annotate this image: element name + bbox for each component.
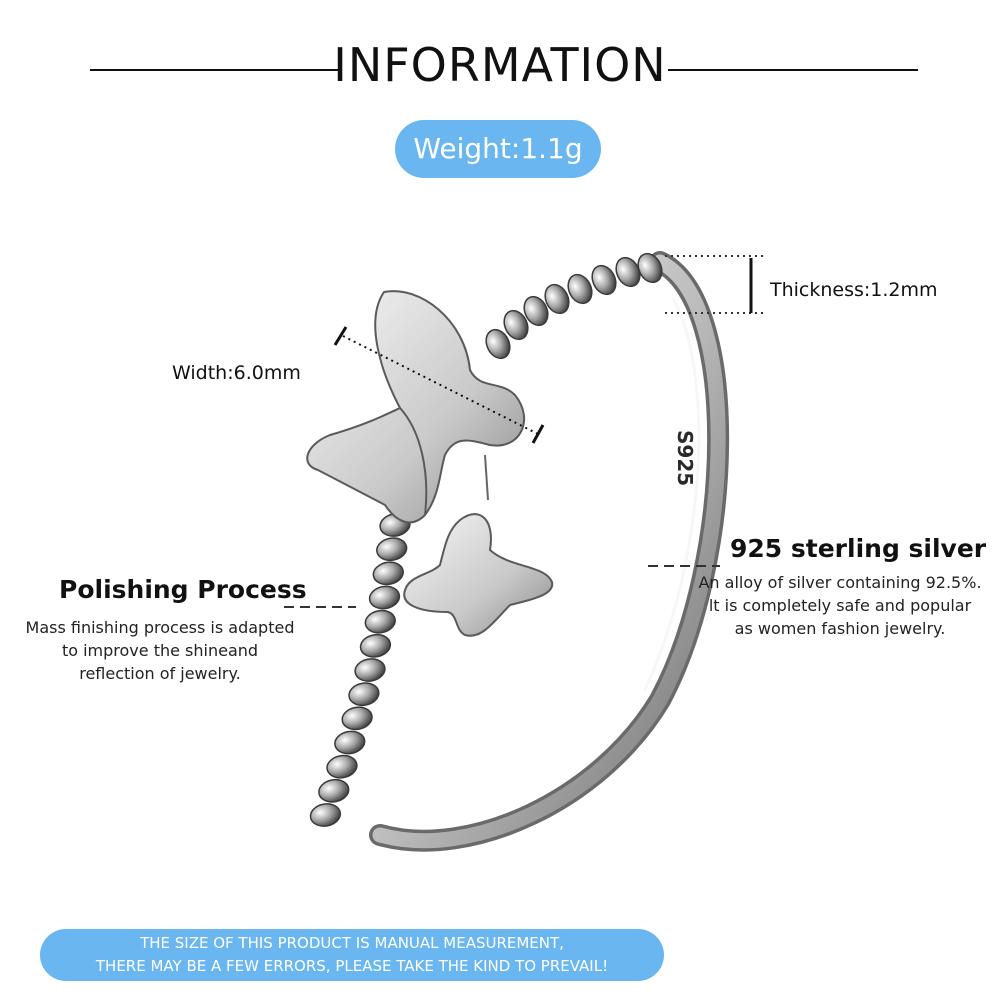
width-marker	[333, 326, 545, 444]
ring-bead	[359, 633, 392, 658]
ring-bead	[615, 256, 641, 288]
silver-description: An alloy of silver containing 92.5%. lt …	[690, 571, 990, 640]
butterfly-large	[306, 290, 526, 524]
ring-bead	[376, 537, 408, 562]
ring-bead	[523, 295, 549, 327]
ring-bead	[354, 658, 386, 682]
ring-bead	[318, 778, 350, 803]
ring-bead	[309, 803, 342, 827]
polishing-line: reflection of jewelry.	[79, 664, 241, 683]
width-label: Width:6.0mm	[172, 362, 301, 384]
title-rule-left	[90, 69, 338, 71]
disclaimer-line: THE SIZE OF THIS PRODUCT IS MANUAL MEASU…	[140, 934, 564, 952]
ring-bead	[503, 309, 529, 341]
ring-bead	[485, 328, 511, 360]
ring-bead	[348, 682, 380, 707]
s925-stamp: S925	[673, 430, 697, 486]
ring-band	[369, 251, 730, 852]
ring-beads	[309, 252, 663, 827]
butterfly-small	[403, 454, 554, 637]
weight-badge: Weight:1.1g	[395, 120, 601, 178]
ring-bead	[372, 561, 404, 586]
ring-bead	[591, 264, 617, 296]
silver-heading: 925 sterling silver	[730, 534, 987, 563]
ring-bead	[341, 706, 373, 731]
thickness-label: Thickness:1.2mm	[770, 279, 938, 301]
ring-bead	[567, 273, 593, 305]
silver-line: as women fashion jewelry.	[734, 619, 946, 638]
thickness-marker	[665, 255, 765, 314]
title-rule-right	[668, 69, 918, 71]
polishing-line: Mass finishing process is adapted	[25, 618, 295, 637]
polishing-description: Mass finishing process is adapted to imp…	[20, 616, 300, 685]
silver-line: An alloy of silver containing 92.5%.	[698, 573, 982, 592]
ring-bead	[544, 283, 570, 315]
page-title: INFORMATION	[333, 38, 667, 92]
measurement-disclaimer: THE SIZE OF THIS PRODUCT IS MANUAL MEASU…	[40, 929, 664, 981]
ring-bead	[368, 585, 401, 610]
ring-bead	[364, 609, 396, 634]
disclaimer-line: THERE MAY BE A FEW ERRORS, PLEASE TAKE T…	[95, 957, 609, 975]
ring-bead	[326, 754, 358, 779]
ring-bead	[334, 730, 366, 755]
polishing-line: to improve the shineand	[61, 641, 259, 660]
polishing-heading: Polishing Process	[59, 575, 307, 604]
silver-line: lt is completely safe and popular	[708, 596, 972, 615]
